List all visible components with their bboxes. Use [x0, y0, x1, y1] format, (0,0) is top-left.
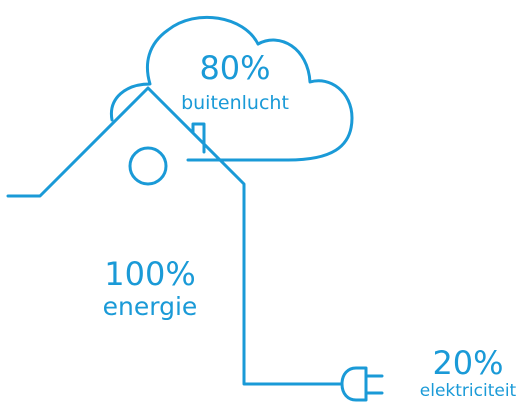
house-icon [6, 86, 344, 386]
cloud-icon [109, 15, 354, 162]
electricity-percentage: 20% [432, 344, 504, 382]
total-energy-label: energie [102, 292, 198, 321]
house-window-circle [128, 146, 168, 186]
cloud-label: buitenlucht [181, 92, 289, 114]
total-energy-percentage: 100% [104, 255, 196, 293]
plug-icon [340, 366, 384, 402]
cloud-percentage: 80% [199, 49, 271, 87]
electricity-label: elektriciteit [419, 381, 517, 401]
